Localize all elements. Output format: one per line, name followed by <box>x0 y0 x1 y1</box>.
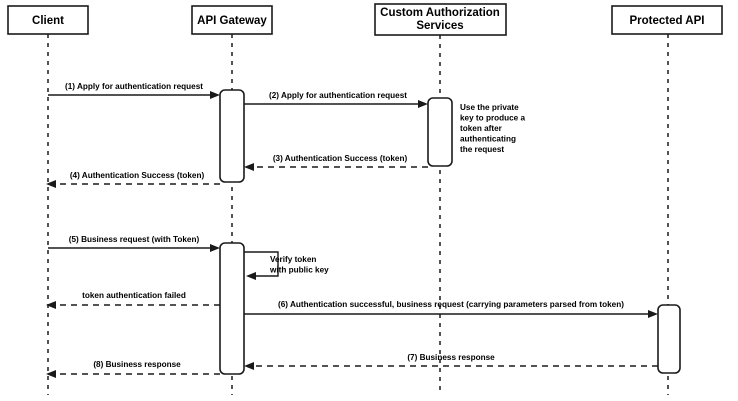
message-1-arrowhead <box>210 91 220 99</box>
note-private-key-line-4: authenticating <box>460 135 516 144</box>
activation-bar-custom-auth <box>427 97 453 167</box>
message-7-arrowhead <box>244 362 254 370</box>
self-message-verify-token-path <box>244 251 279 277</box>
message-8-arrowhead <box>46 370 56 378</box>
self-message-verify-token-arrowhead <box>246 272 256 280</box>
message-2-arrowhead <box>418 100 428 108</box>
lifeline-label-custom-auth-line1: Custom Authorization <box>380 7 500 19</box>
message-4-arrowhead <box>46 180 56 188</box>
lifeline-box-api-gateway[interactable] <box>191 5 273 35</box>
message-8[interactable]: (8) Business response <box>46 360 220 378</box>
lifeline-box-custom-auth[interactable] <box>374 3 507 36</box>
activation-bars <box>219 89 681 375</box>
lifeline-box-client[interactable] <box>7 5 89 35</box>
message-6[interactable]: (6) Authentication successful, business … <box>244 300 658 318</box>
lifeline-header-protected-api[interactable]: Protected API <box>611 5 723 35</box>
message-6-label: (6) Authentication successful, business … <box>278 300 624 309</box>
activation-bar-protected-api <box>657 304 681 374</box>
lifeline-header-client[interactable]: Client <box>7 5 89 35</box>
message-5[interactable]: (5) Business request (with Token) <box>48 235 220 252</box>
note-private-key-line-3: token after <box>460 124 503 133</box>
message-token-authentication-failed-arrowhead <box>46 301 56 309</box>
note-private-key-line-1: Use the private <box>460 103 519 112</box>
message-6-arrowhead <box>648 310 658 318</box>
message-2[interactable]: (2) Apply for authentication request <box>244 91 428 108</box>
activation-bar-api-gateway-auth <box>219 89 245 183</box>
self-message-verify-token-label-line1: Verify token <box>270 255 316 264</box>
lifeline-label-client: Client <box>32 15 64 27</box>
message-5-label: (5) Business request (with Token) <box>69 235 200 244</box>
message-token-authentication-failed-label: token authentication failed <box>82 291 186 300</box>
note-private-key-line-2: key to produce a <box>460 114 526 123</box>
lifeline-label-protected-api: Protected API <box>630 15 705 27</box>
message-2-label: (2) Apply for authentication request <box>269 91 407 100</box>
lifeline-label-custom-auth-line2: Services <box>416 20 463 32</box>
note-private-key: Use the private key to produce a token a… <box>460 103 526 154</box>
message-3-label: (3) Authentication Success (token) <box>273 154 408 163</box>
self-message-verify-token[interactable]: Verify token with public key <box>244 251 329 280</box>
message-1-label: (1) Apply for authentication request <box>65 82 203 91</box>
message-3-arrowhead <box>244 163 254 171</box>
message-3[interactable]: (3) Authentication Success (token) <box>244 154 428 171</box>
message-4[interactable]: (4) Authentication Success (token) <box>46 171 220 188</box>
lifeline-header-api-gateway[interactable]: API Gateway <box>191 5 273 35</box>
lifeline-box-protected-api[interactable] <box>611 5 723 35</box>
message-7-label: (7) Business response <box>407 353 495 362</box>
message-1[interactable]: (1) Apply for authentication request <box>48 82 220 99</box>
lifeline-label-api-gateway: API Gateway <box>197 15 267 27</box>
activation-bar-api-gateway-business <box>219 242 245 375</box>
note-private-key-line-5: the request <box>460 145 504 154</box>
self-message-verify-token-label-line2: with public key <box>269 266 329 275</box>
message-4-label: (4) Authentication Success (token) <box>70 171 205 180</box>
message-5-arrowhead <box>210 244 220 252</box>
message-7[interactable]: (7) Business response <box>244 353 658 370</box>
message-token-authentication-failed[interactable]: token authentication failed <box>46 291 220 309</box>
message-8-label: (8) Business response <box>93 360 181 369</box>
lifeline-header-custom-auth[interactable]: Custom Authorization Services <box>374 3 507 36</box>
